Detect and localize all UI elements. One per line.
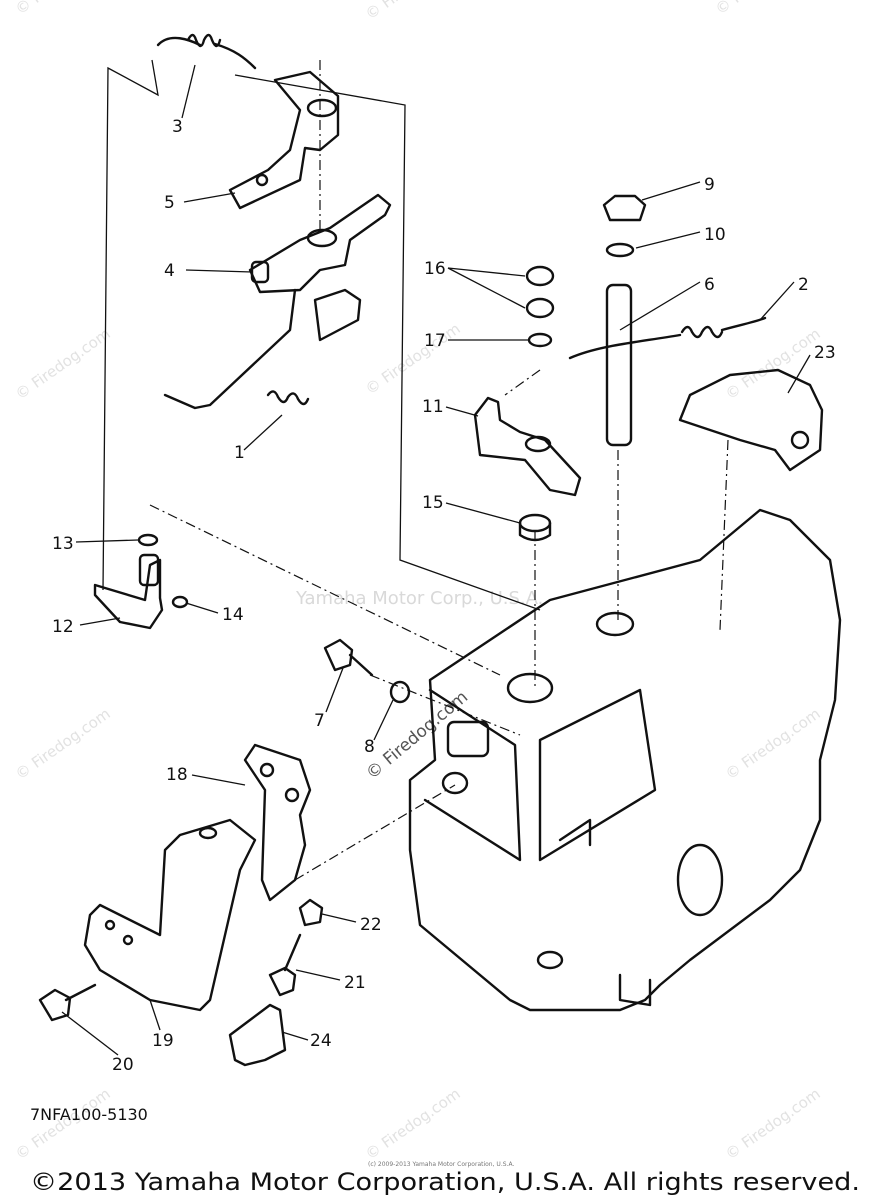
part-label: 23 (814, 343, 836, 363)
part-label: 21 (344, 973, 366, 993)
watermark-tiles: © Firedog.com © Firedog.com © Firedog.co… (12, 0, 824, 1163)
watermark-tile: © Firedog.com (12, 0, 114, 18)
part-23-cover (678, 368, 824, 472)
part-label: 1 (234, 443, 245, 463)
watermark-tile: © Firedog.com (12, 325, 114, 404)
part-label: 9 (704, 175, 715, 195)
part-12-13-14 (93, 533, 189, 630)
spring-2 (568, 316, 767, 360)
assembly-frame-left (102, 59, 729, 881)
drawing-code: 7NFA100-5130 (30, 1105, 148, 1124)
part-label: 6 (704, 275, 715, 295)
watermark-tile: © Firedog.com (712, 0, 814, 18)
part-label: 5 (164, 193, 175, 213)
gearcase-housing (408, 508, 842, 1012)
part-label: 8 (364, 737, 375, 757)
watermark-firedog: © Firedog.com (362, 687, 472, 784)
part-11-bracket (473, 396, 582, 497)
part-7-8 (323, 638, 411, 704)
part-label: 16 (424, 259, 446, 279)
part-label: 11 (422, 397, 444, 417)
watermark-tile: © Firedog.com (12, 705, 114, 784)
part-label: 12 (52, 617, 74, 637)
part-label: 20 (112, 1055, 134, 1075)
part-label: 2 (798, 275, 809, 295)
part-label: 13 (52, 534, 74, 554)
watermark-tile: © Firedog.com (362, 1085, 464, 1164)
part-9-10-6 (602, 194, 647, 447)
watermark-center: Yamaha Motor Corp., U.S.A. (295, 588, 543, 609)
part-labels: 1 2 3 4 5 6 7 8 9 10 11 12 13 14 15 16 1… (52, 117, 836, 1075)
part-18-bracket (243, 743, 312, 902)
part-label: 24 (310, 1031, 332, 1051)
part-4-lever (163, 193, 392, 410)
spring-1 (266, 390, 310, 406)
part-label: 7 (314, 711, 325, 731)
watermark-tile: © Firedog.com (362, 0, 464, 23)
part-label: 19 (152, 1031, 174, 1051)
watermark-tile: © Firedog.com (722, 705, 824, 784)
part-19-bracket (83, 818, 257, 1012)
callout-leaders (61, 64, 811, 1056)
spring-3 (156, 33, 257, 70)
watermark-tile: © Firedog.com (362, 320, 464, 399)
watermark-tile: © Firedog.com (722, 1085, 824, 1164)
part-label: 14 (222, 605, 244, 625)
part-label: 18 (166, 765, 188, 785)
part-label: 4 (164, 261, 175, 281)
part-label: 17 (424, 331, 446, 351)
copyright-notice: ©2013 Yamaha Motor Corporation, U.S.A. A… (30, 1168, 860, 1196)
watermark-tile: © Firedog.com (722, 325, 824, 404)
part-label: 10 (704, 225, 726, 245)
part-label: 3 (172, 117, 183, 137)
part-label: 22 (360, 915, 382, 935)
part-16-17 (525, 265, 555, 348)
part-label: 15 (422, 493, 444, 513)
tiny-copyright-note: (c) 2009-2013 Yamaha Motor Corporation, … (368, 1161, 514, 1168)
part-5-lever (228, 70, 340, 210)
part-20-21-22-24 (38, 898, 324, 1067)
